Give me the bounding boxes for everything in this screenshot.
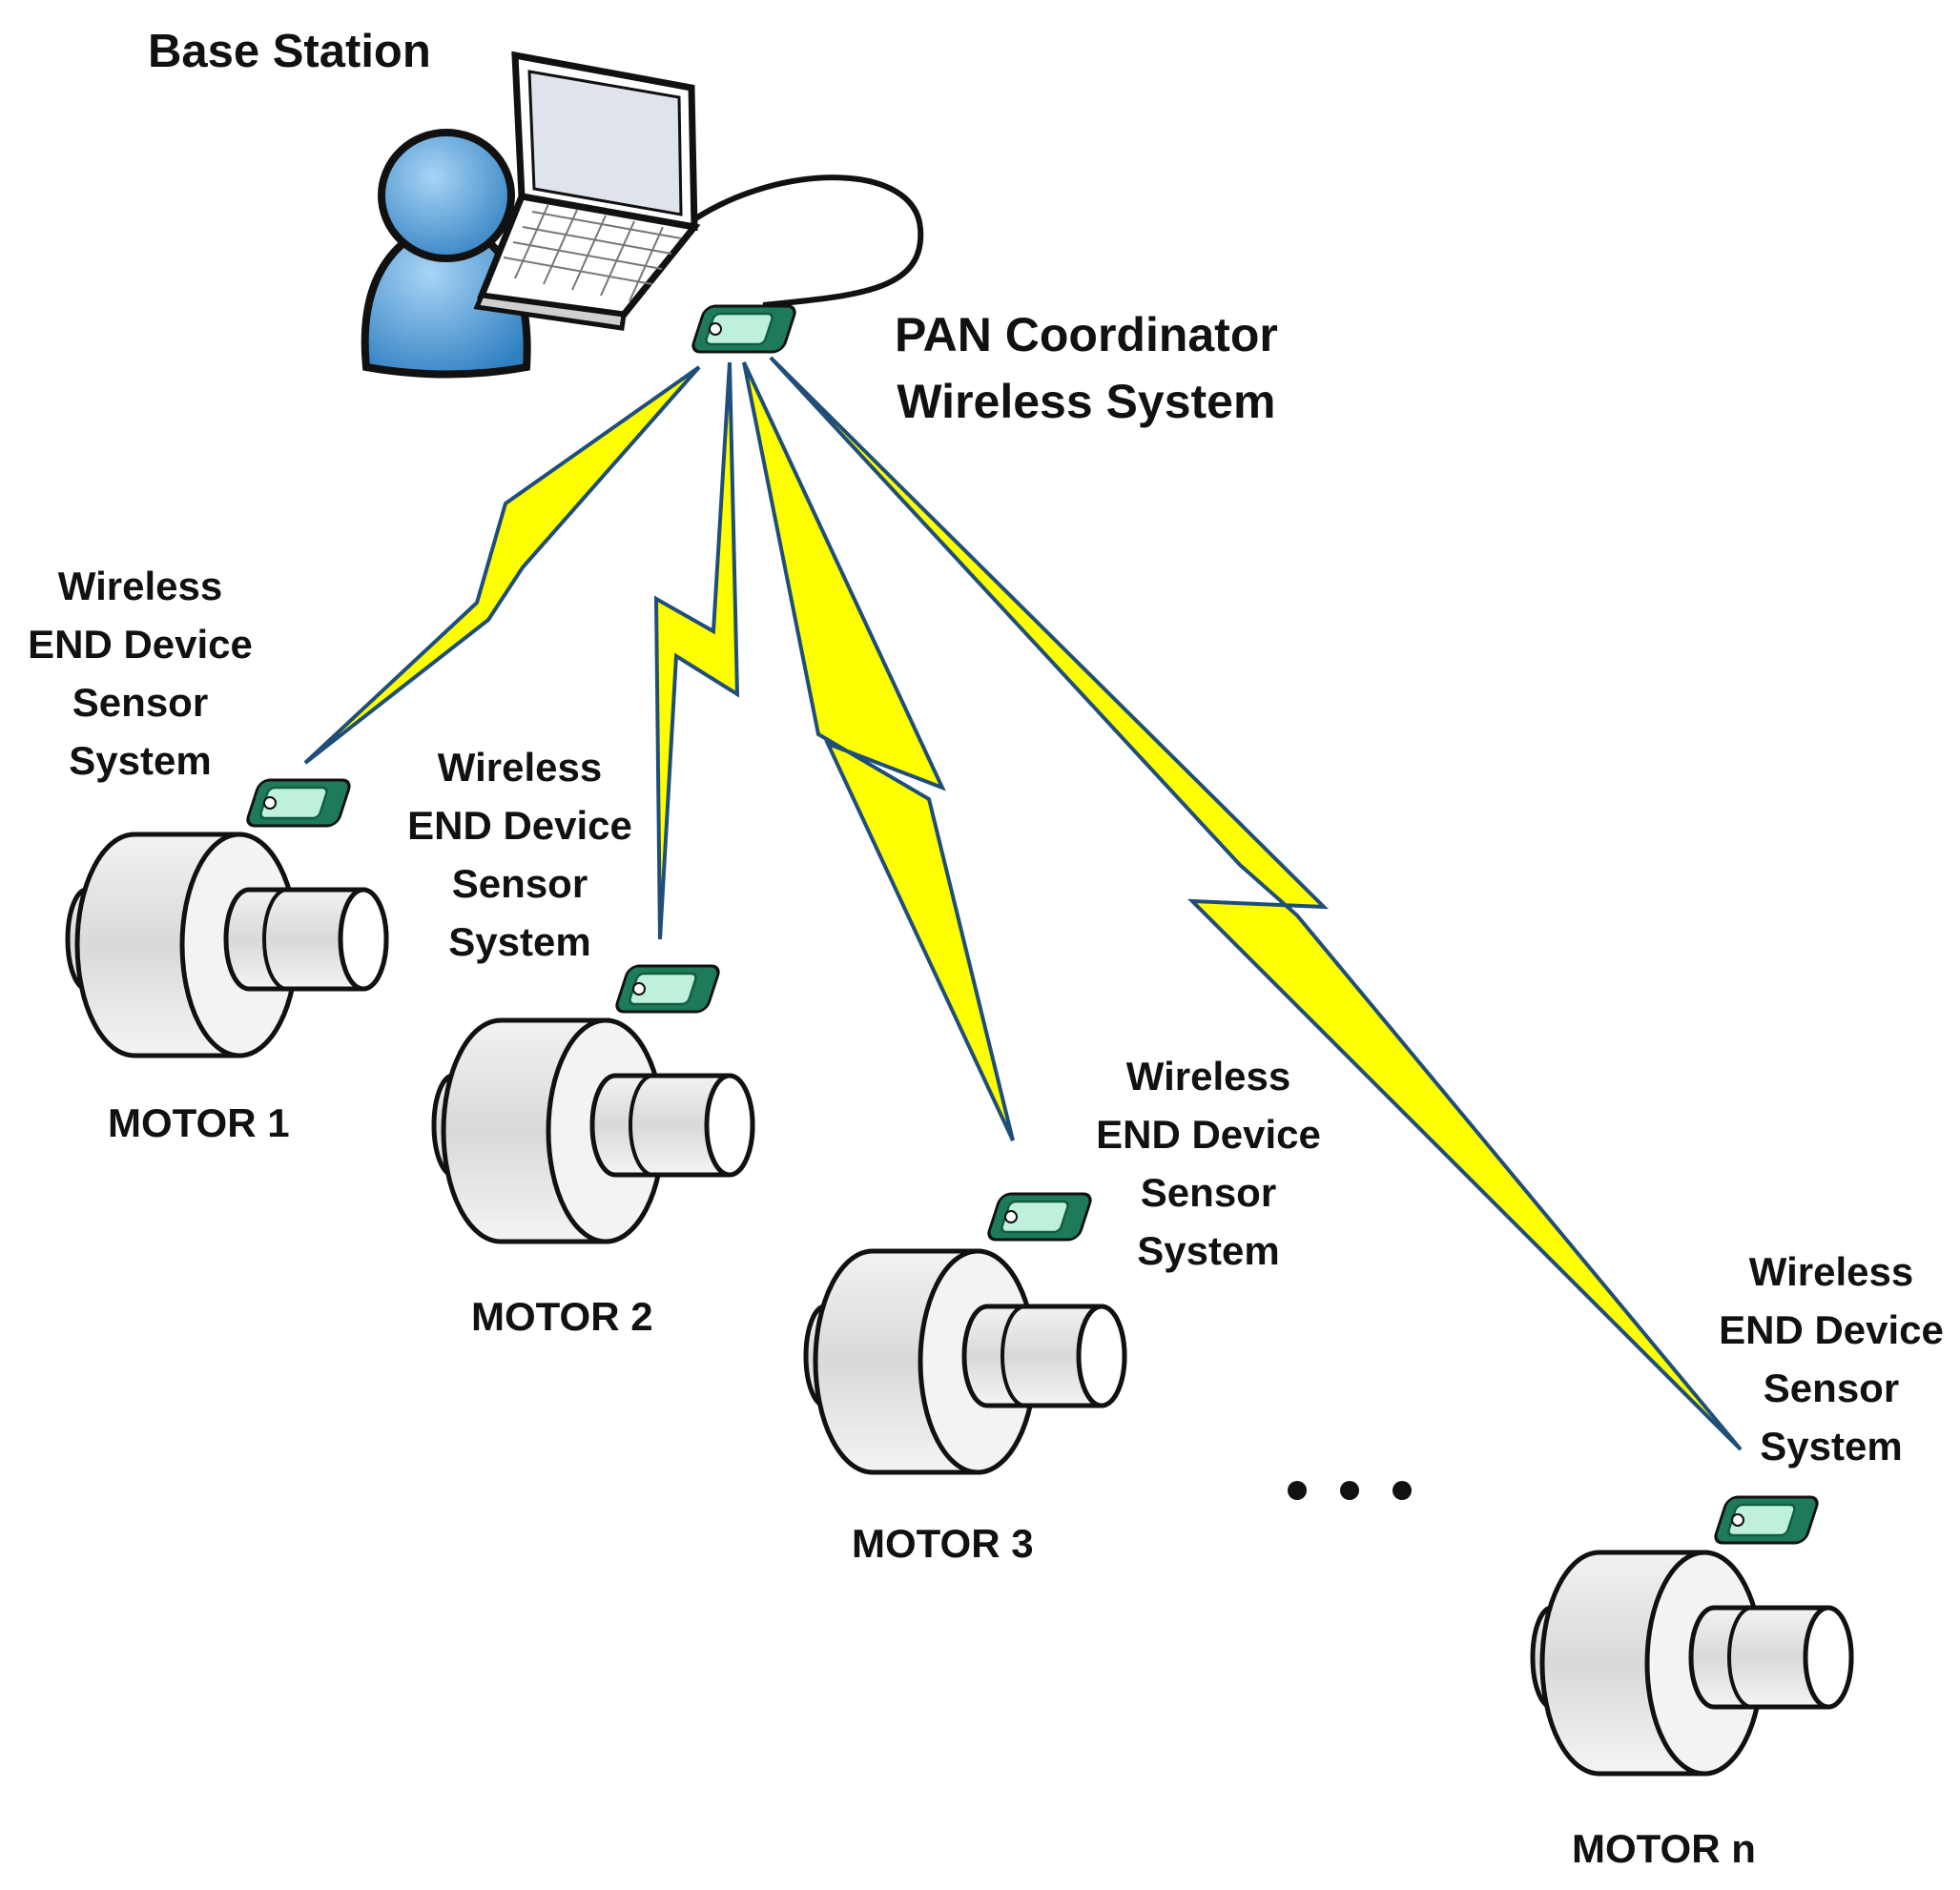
laptop-icon (473, 51, 701, 331)
motor-icon (434, 1020, 753, 1242)
end-device-label-line: System (1137, 1228, 1280, 1273)
end-device-label-line: Sensor (1140, 1170, 1277, 1215)
end-device-label-line: Wireless (437, 745, 603, 790)
wireless-link-icon (742, 361, 1015, 1141)
pan-coordinator-label: PAN Coordinator Wireless System (895, 301, 1278, 435)
wireless-link-icon (769, 356, 1743, 1451)
wireless-link-icon (303, 365, 701, 765)
end-device-label: Wireless END Device Sensor System (391, 738, 649, 971)
motor-label: MOTOR 2 (471, 1294, 653, 1339)
sensor-device-icon (984, 1192, 1095, 1242)
base-station-label: Base Station (148, 26, 431, 77)
pan-coordinator-label-line-2: Wireless System (897, 375, 1276, 428)
end-device-label: Wireless END Device Sensor System (1080, 1047, 1337, 1280)
end-device-label-line: END Device (1719, 1307, 1944, 1352)
end-device-label-line: END Device (1096, 1112, 1321, 1157)
end-device-label-line: System (1760, 1424, 1903, 1469)
motor-label: MOTOR 1 (108, 1100, 290, 1145)
end-device-label-line: Sensor (72, 680, 209, 725)
wireless-links (303, 356, 1743, 1451)
pan-coordinator-label-line-1: PAN Coordinator (895, 308, 1278, 361)
sensor-device-icon (612, 964, 723, 1014)
motor-label: MOTOR 3 (852, 1521, 1034, 1566)
usb-cable (692, 175, 924, 308)
end-device-label-line: END Device (407, 803, 632, 848)
motor-icon (68, 834, 386, 1056)
motor-icon (806, 1251, 1124, 1472)
end-device-label: Wireless END Device Sensor System (11, 557, 269, 790)
end-device-label-line: Wireless (1125, 1054, 1291, 1099)
wireless-link-icon (653, 361, 740, 940)
end-device-label-line: Wireless (1748, 1249, 1914, 1294)
end-device-label-line: Sensor (451, 861, 588, 906)
motor-label: MOTOR n (1572, 1826, 1756, 1871)
end-device-label-line: END Device (28, 622, 253, 667)
pan-coordinator-device-icon (689, 304, 799, 354)
sensor-device-icon (1711, 1495, 1822, 1545)
end-device-label: Wireless END Device Sensor System (1702, 1243, 1960, 1475)
ellipsis-icon (1288, 1481, 1412, 1500)
end-device-label-line: Sensor (1763, 1366, 1900, 1410)
motor-icon (1533, 1552, 1851, 1774)
end-device-label-line: Wireless (57, 564, 223, 608)
end-device-label-line: System (69, 738, 212, 783)
end-device-label-line: System (448, 919, 591, 964)
